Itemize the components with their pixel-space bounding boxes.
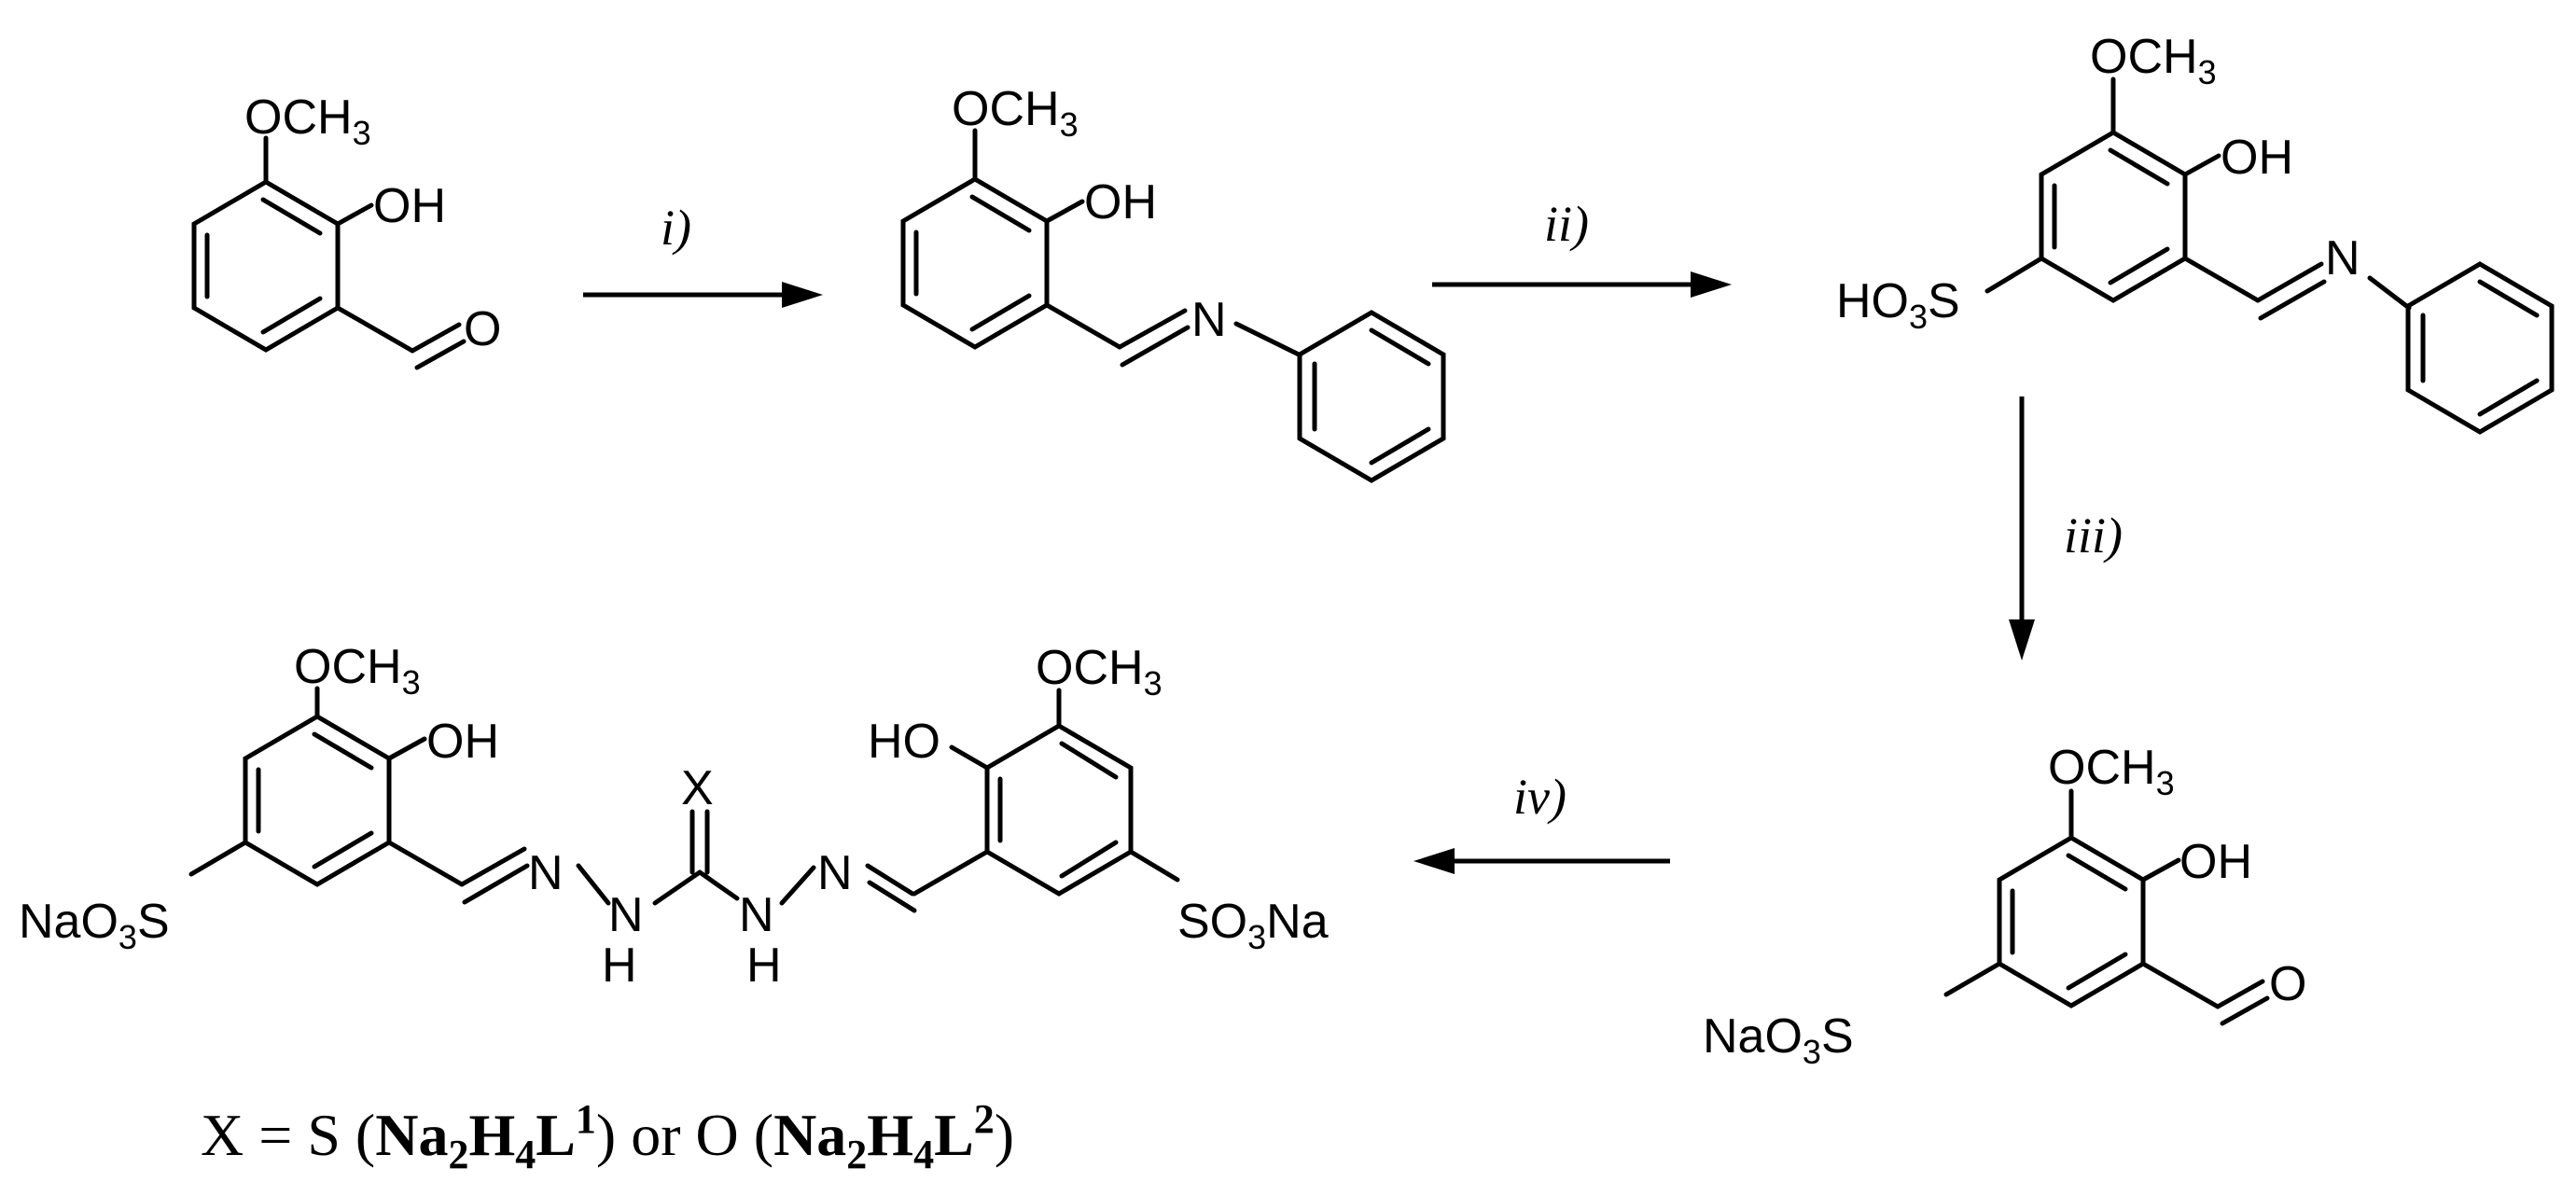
hydroxyl-label: OH: [1084, 175, 1157, 229]
compound-final-ligand: OCH3 OH NaO3S N N H X N H N HO OCH3 SO3N…: [19, 640, 1329, 993]
x-atom-label: X: [681, 761, 714, 815]
aldehyde-oxygen-label: O: [2269, 957, 2306, 1011]
methoxy-label: OCH3: [2048, 741, 2175, 802]
step-label-i: i): [661, 200, 691, 256]
arrow-step-i: i): [583, 200, 823, 308]
imine-nitrogen-label: N: [528, 846, 564, 900]
compound-sulfonated-aldehyde: OCH3 OH NaO3S O: [1703, 741, 2306, 1071]
hydrazide-nitrogen-label: N: [608, 888, 644, 942]
hydroxyl-label: OH: [2221, 131, 2293, 185]
methoxy-label: OCH3: [244, 90, 371, 152]
hydroxyl-label: HO: [868, 715, 940, 769]
hydrazide-hydrogen-label: H: [602, 939, 637, 993]
sodium-sulfonate-label: SO3Na: [1177, 895, 1329, 956]
arrow-step-iii: iii): [2009, 396, 2123, 661]
hydroxyl-label: OH: [2179, 835, 2252, 889]
methoxy-label: OCH3: [2090, 30, 2217, 91]
compound-sulfonated-schiff-base: OCH3 OH HO3S N: [1836, 30, 2555, 435]
ligand-caption: X = S (Na2H4L1) or O (Na2H4L2): [201, 1096, 1014, 1177]
step-label-iv: iv): [1513, 769, 1566, 825]
arrow-step-iv: iv): [1413, 769, 1670, 874]
imine-nitrogen-label: N: [2325, 231, 2360, 285]
imine-nitrogen-label: N: [1191, 293, 1227, 347]
sulfonic-acid-label: HO3S: [1836, 274, 1960, 336]
compound-o-vanillin: OCH3 OH O: [191, 90, 501, 370]
step-label-ii: ii): [1544, 196, 1589, 252]
sodium-sulfonate-label: NaO3S: [19, 895, 170, 956]
imine-nitrogen-label: N: [817, 846, 853, 900]
methoxy-label: OCH3: [1036, 641, 1163, 702]
step-label-iii: iii): [2064, 508, 2123, 563]
methoxy-label: OCH3: [294, 640, 421, 702]
arrow-step-ii: ii): [1432, 196, 1732, 298]
hydroxyl-label: OH: [373, 179, 446, 233]
hydrazide-hydrogen-label: H: [746, 939, 782, 993]
aldehyde-oxygen-label: O: [464, 302, 501, 356]
hydrazide-nitrogen-label: N: [739, 888, 774, 942]
sodium-sulfonate-label: NaO3S: [1703, 1009, 1854, 1071]
methoxy-label: OCH3: [952, 82, 1079, 144]
hydroxyl-label: OH: [426, 715, 499, 769]
compound-schiff-base: OCH3 OH N: [900, 82, 1446, 483]
